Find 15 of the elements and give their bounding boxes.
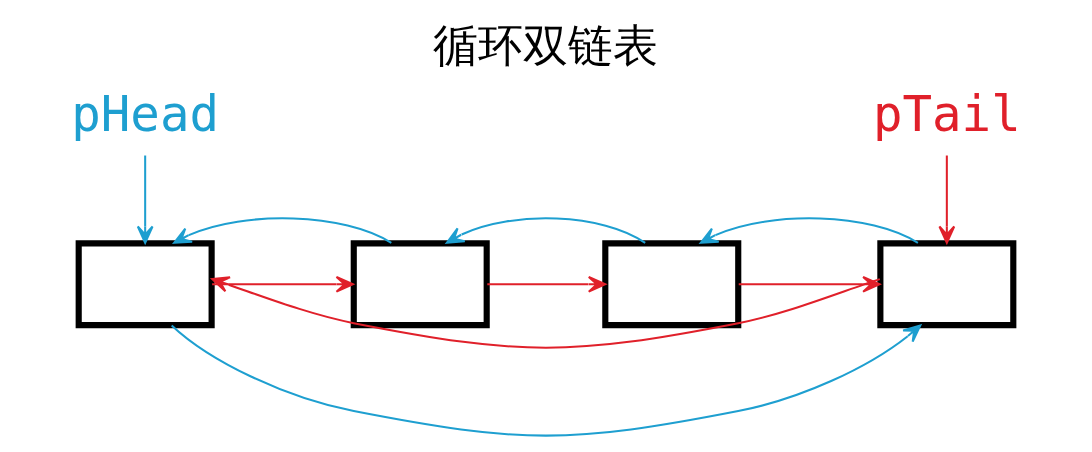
arrow <box>487 275 607 293</box>
arrow <box>212 275 354 293</box>
arrow <box>171 324 922 437</box>
node-box <box>602 240 742 329</box>
arrow <box>136 155 154 244</box>
node-text: pTail <box>872 85 1021 144</box>
arrow <box>938 155 956 244</box>
diagram-title: 循环双链表 <box>433 18 659 72</box>
node-box <box>877 240 1017 329</box>
arrow <box>445 217 646 244</box>
node-box <box>75 240 215 329</box>
arrow <box>699 217 919 244</box>
arrow <box>173 217 392 244</box>
node-text: pHead <box>71 85 220 144</box>
node-box <box>350 240 490 329</box>
